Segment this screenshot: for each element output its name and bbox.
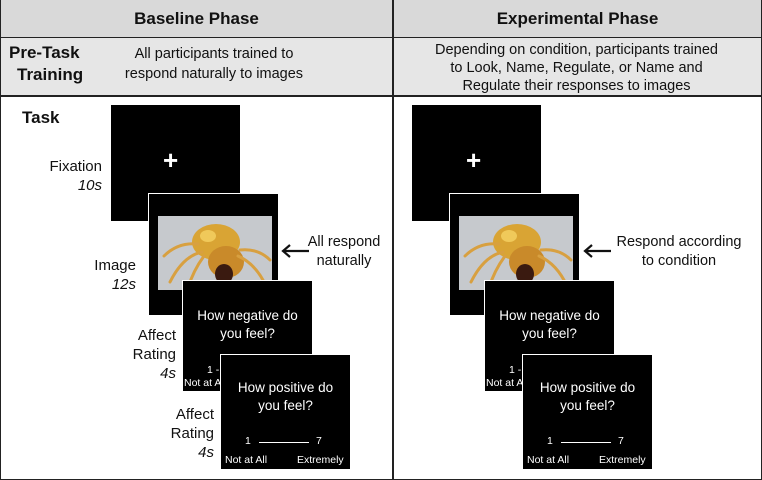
scale-high-label: Extremely	[297, 454, 344, 466]
baseline-note-line2: naturally	[316, 253, 372, 269]
scale-high-exp: 7	[618, 435, 624, 447]
pretask-experimental-line3: Regulate their responses to images	[462, 78, 691, 94]
affect-duration-2: 4s	[198, 444, 214, 461]
pretask-label: Pre-Task Training	[9, 42, 83, 86]
affect-label-2-line2: Rating	[170, 425, 214, 442]
negative-question-exp-line1: How negative do	[499, 308, 600, 323]
pretask-baseline-cell: Pre-Task Training All participants train…	[1, 38, 392, 97]
baseline-positive-rating-screen: How positive do you feel? 1 7 Not at All…	[220, 354, 351, 470]
partial-scale-low-exp: 1 -	[509, 364, 522, 376]
experimental-arrow-icon	[583, 244, 611, 258]
scale-low-exp: 1	[547, 435, 553, 447]
negative-question: How negative do you feel?	[183, 307, 312, 343]
positive-question-exp-line2: you feel?	[560, 398, 615, 413]
column-divider	[392, 0, 394, 480]
partial-scale-low-label-exp: Not at A	[486, 377, 524, 389]
positive-question-line1: How positive do	[237, 380, 334, 395]
experimental-note-line2: to condition	[641, 253, 717, 269]
experimental-note-line1: Respond according	[616, 234, 742, 250]
image-label-text: Image	[94, 257, 136, 274]
scale-line-exp	[561, 442, 611, 443]
scale-high-label-exp: Extremely	[599, 454, 646, 466]
positive-question-line2: you feel?	[258, 398, 313, 413]
affect-label-2-line1: Affect	[175, 406, 214, 423]
baseline-arrow-note: All respond naturally	[300, 233, 388, 271]
experimental-phase-header: Experimental Phase	[394, 0, 761, 38]
spider-photo	[158, 216, 272, 290]
pretask-label-line2: Training	[17, 65, 84, 84]
baseline-phase-title: Baseline Phase	[134, 8, 259, 28]
affect-rating-label-2: Affect Rating 4s	[140, 405, 214, 462]
experimental-image-screen	[449, 193, 580, 316]
pretask-baseline-line1: All participants trained to	[134, 46, 294, 62]
affect-rating-label-1: Affect Rating 4s	[104, 326, 176, 383]
negative-question-line2: you feel?	[220, 326, 275, 341]
fixation-cross-icon-exp: +	[466, 145, 482, 175]
scale-high: 7	[316, 435, 322, 447]
experimental-arrow-note: Respond according to condition	[606, 233, 752, 271]
positive-question: How positive do you feel?	[221, 379, 350, 415]
scale-low-label-exp: Not at All	[527, 454, 570, 466]
task-label: Task	[22, 108, 60, 127]
scale-line	[259, 442, 309, 443]
image-label: Image 12s	[60, 256, 136, 294]
baseline-arrow-icon	[281, 244, 309, 258]
negative-question-exp-line2: you feel?	[522, 326, 577, 341]
negative-question-line1: How negative do	[197, 308, 298, 323]
baseline-phase-header: Baseline Phase	[1, 0, 392, 38]
fixation-cross-icon: +	[163, 145, 179, 175]
partial-scale-low-label: Not at A	[184, 377, 222, 389]
positive-question-exp-line1: How positive do	[539, 380, 636, 395]
experimental-positive-rating-screen: How positive do you feel? 1 7 Not at All…	[522, 354, 653, 470]
spider-photo-exp	[459, 216, 573, 290]
baseline-note-line1: All respond	[307, 234, 381, 250]
pretask-experimental-cell: Depending on condition, participants tra…	[394, 38, 761, 97]
fixation-duration: 10s	[77, 177, 102, 194]
scale-low: 1	[245, 435, 251, 447]
fixation-label-text: Fixation	[49, 158, 102, 175]
affect-label-1-line1: Affect	[137, 327, 176, 344]
fixation-label: Fixation 10s	[30, 157, 102, 195]
scale-low-label: Not at All	[225, 454, 268, 466]
positive-question-exp: How positive do you feel?	[523, 379, 652, 415]
affect-label-1-line2: Rating	[132, 346, 176, 363]
affect-duration-1: 4s	[160, 365, 176, 382]
pretask-experimental-line1: Depending on condition, participants tra…	[435, 42, 718, 58]
pretask-baseline-text: All participants trained to respond natu…	[109, 44, 319, 84]
pretask-label-line1: Pre-Task	[9, 43, 80, 62]
experimental-phase-title: Experimental Phase	[496, 8, 659, 28]
pretask-experimental-line2: to Look, Name, Regulate, or Name and	[450, 60, 703, 76]
image-duration: 12s	[111, 276, 136, 293]
pretask-baseline-line2: respond naturally to images	[124, 66, 304, 82]
negative-question-exp: How negative do you feel?	[485, 307, 614, 343]
pretask-experimental-text: Depending on condition, participants tra…	[404, 41, 749, 95]
partial-scale-low: 1 -	[207, 364, 220, 376]
